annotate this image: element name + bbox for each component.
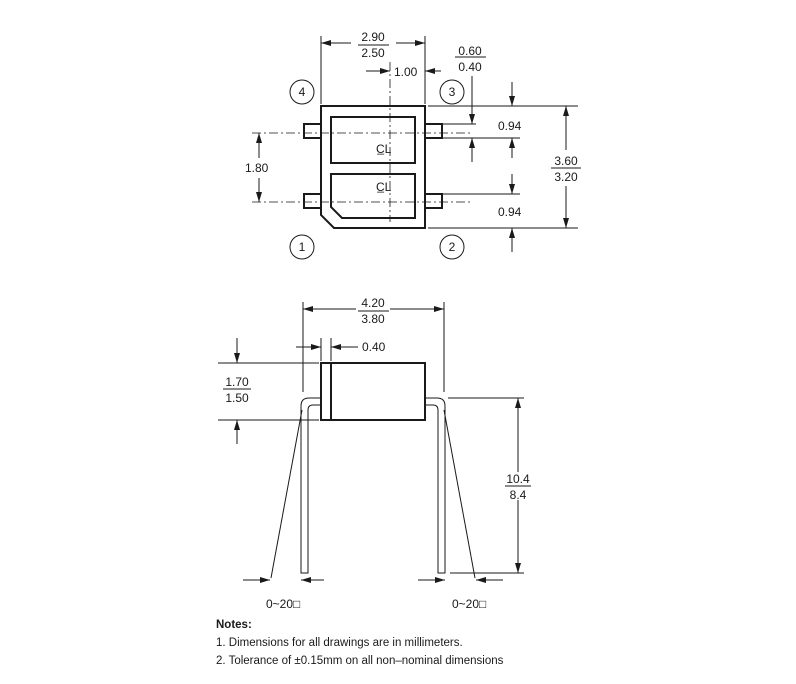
svg-text:2: 2: [449, 240, 456, 254]
pin-4-callout: 4: [289, 79, 315, 105]
dim-offset-top: 0.94: [428, 82, 578, 158]
lead-right: [425, 397, 446, 574]
centerline-symbol-top: C̲L: [376, 142, 392, 156]
dim-pitch-x: 1.00: [366, 65, 441, 79]
svg-text:0~20□: 0~20□: [452, 597, 486, 611]
top-view: C̲L C̲L 4 3 1 2 2.90 2.50: [245, 30, 581, 260]
svg-text:0.60: 0.60: [458, 44, 482, 58]
svg-text:0~20□: 0~20□: [266, 597, 300, 611]
inner-window-top: [330, 116, 416, 164]
svg-text:2.90: 2.90: [361, 30, 385, 44]
lead-stub-1: [303, 193, 322, 209]
svg-text:3.60: 3.60: [554, 154, 578, 168]
svg-text:1.00: 1.00: [394, 65, 418, 79]
angle-line-right: [443, 409, 476, 579]
dim-angle-left: 0~20□: [243, 577, 324, 611]
dim-width-top: 2.90 2.50: [320, 30, 426, 104]
svg-text:0.40: 0.40: [362, 340, 386, 354]
svg-text:3: 3: [449, 85, 456, 99]
dim-angle-right: 0~20□: [418, 577, 503, 611]
dim-height-top: 3.60 3.20: [551, 106, 581, 228]
svg-text:1.80: 1.80: [245, 161, 269, 175]
svg-text:1.50: 1.50: [225, 391, 249, 405]
svg-text:8.4: 8.4: [510, 488, 527, 502]
lead-stub-4: [303, 123, 322, 139]
lead-left: [300, 397, 321, 574]
svg-text:3.20: 3.20: [554, 170, 578, 184]
dim-lead-width: 0.60 0.40: [442, 44, 520, 162]
svg-text:3.80: 3.80: [361, 312, 385, 326]
pin-3-callout: 3: [439, 79, 465, 105]
package-outline: [320, 105, 426, 229]
pin-2-callout: 2: [439, 234, 465, 260]
dim-pitch-y: 1.80: [245, 133, 269, 202]
svg-text:4: 4: [299, 85, 306, 99]
pin-1-callout: 1: [289, 234, 315, 260]
side-view: 4.20 3.80 0.40 1.70 1.50: [218, 296, 531, 611]
notes-title: Notes:: [216, 619, 252, 631]
note-item: 1. Dimensions for all drawings are in mi…: [216, 637, 463, 649]
inner-window-bottom: [330, 173, 416, 219]
lead-stub-3: [424, 123, 443, 139]
svg-text:0.40: 0.40: [458, 60, 482, 74]
dim-lead-length: 10.4 8.4: [448, 397, 531, 574]
dim-body-height: 1.70 1.50: [218, 338, 319, 444]
note-item: 2. Tolerance of ±0.15mm on all non–nomin…: [216, 655, 504, 667]
centerline-symbol-bottom: C̲L: [376, 180, 392, 194]
lead-stub-2: [424, 193, 443, 209]
svg-text:0.94: 0.94: [498, 205, 522, 219]
svg-text:10.4: 10.4: [506, 472, 530, 486]
angle-line-left: [270, 409, 303, 579]
svg-text:0.94: 0.94: [498, 119, 522, 133]
svg-text:1.70: 1.70: [225, 375, 249, 389]
svg-text:2.50: 2.50: [361, 46, 385, 60]
dim-offset-bottom: 0.94: [428, 174, 578, 252]
notes: Notes: 1. Dimensions for all drawings ar…: [216, 616, 503, 670]
svg-text:1: 1: [299, 240, 306, 254]
dim-band: 0.40: [296, 338, 386, 361]
svg-text:4.20: 4.20: [361, 296, 385, 310]
body: [320, 362, 426, 421]
